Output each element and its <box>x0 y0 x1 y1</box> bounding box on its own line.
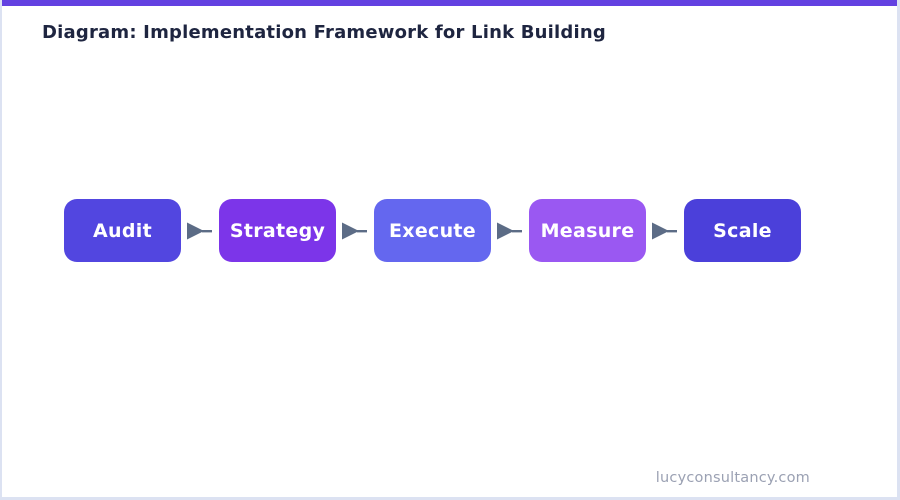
arrow-right-icon <box>491 199 529 262</box>
step-measure: Measure <box>529 199 646 262</box>
step-scale: Scale <box>684 199 801 262</box>
footer-website: lucyconsultancy.com <box>655 470 810 486</box>
top-accent-bar <box>2 0 897 6</box>
arrow-right-icon <box>181 199 219 262</box>
arrow-right-icon <box>646 199 684 262</box>
diagram-title: Diagram: Implementation Framework for Li… <box>42 22 606 43</box>
arrow-right-icon <box>336 199 374 262</box>
step-strategy: Strategy <box>219 199 336 262</box>
step-audit: Audit <box>64 199 181 262</box>
process-flow: Audit Strategy Execute Measure <box>64 199 801 262</box>
step-execute: Execute <box>374 199 491 262</box>
